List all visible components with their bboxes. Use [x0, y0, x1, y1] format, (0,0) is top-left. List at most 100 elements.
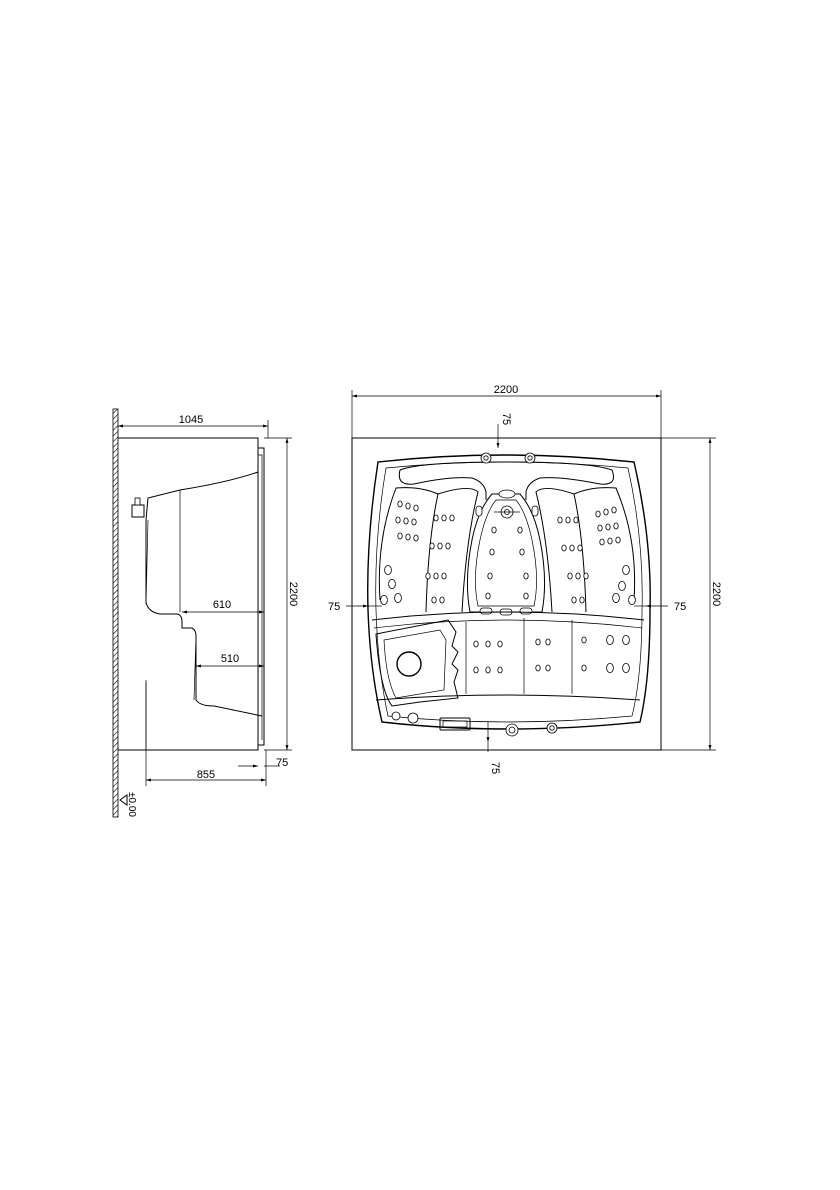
jet-dot [519, 548, 525, 556]
jet-dot [523, 592, 529, 600]
plan-view: 2200 2200 75 75 75 75 [328, 384, 722, 774]
level-label: ±0.00 [126, 792, 137, 817]
center-lounger-outline [466, 493, 546, 613]
jet-dot [581, 636, 587, 644]
jet-dot [579, 596, 585, 604]
dim-75-side: 75 [276, 757, 288, 769]
jet-dot [485, 640, 491, 648]
dim-2200-right: 2200 [710, 582, 722, 606]
dim-855: 855 [197, 769, 215, 781]
jet-dot [473, 666, 479, 674]
jet-dot [607, 537, 613, 545]
left-lounge-outline [375, 619, 459, 707]
jet-dot [618, 581, 626, 592]
dim-75-left: 75 [328, 601, 340, 613]
side-view: 1045 2200 610 510 855 75 ±0.00 [112, 408, 299, 818]
jet-dot [429, 542, 435, 550]
jet-dot [485, 666, 491, 674]
dim-2200-side: 2200 [287, 582, 299, 606]
jet-dot [545, 638, 551, 646]
jet-dot [545, 664, 551, 672]
right-seat-outline [573, 487, 636, 613]
jet-dot [622, 565, 630, 576]
jet-dot [567, 572, 573, 580]
jet-dot [445, 542, 451, 550]
jet-dot [439, 596, 445, 604]
jet-dot [615, 536, 621, 544]
headrest-icon [498, 489, 516, 499]
jet-dot [583, 572, 589, 580]
jet-dot [485, 592, 491, 600]
dim-75-right: 75 [674, 601, 686, 613]
dim-2200-top: 2200 [494, 384, 518, 396]
dim-610: 610 [213, 599, 231, 611]
jet-dot [622, 663, 630, 674]
jet-dot [497, 666, 503, 674]
wall-hatch [112, 408, 119, 818]
jet-dot [517, 526, 523, 534]
side-shell-outline [118, 437, 259, 751]
jet-dot [603, 508, 609, 516]
jet-dot [597, 524, 603, 532]
jet-dot [606, 663, 614, 674]
jet-dot [571, 596, 577, 604]
jet-dot [487, 572, 493, 580]
dim-75-bottom: 75 [489, 762, 501, 774]
jet-dot [523, 572, 529, 580]
left-seat-outline [378, 487, 439, 613]
jet-dot [535, 638, 541, 646]
jet-dot [611, 506, 617, 514]
jet-dot [573, 516, 579, 524]
side-tub-profile [145, 471, 263, 717]
jet-dot [413, 504, 419, 512]
jet-dot [489, 548, 495, 556]
jet-dot [581, 664, 587, 672]
dim-1045: 1045 [179, 414, 203, 426]
control-display-icon [439, 717, 471, 731]
dim-75-top: 75 [500, 413, 512, 425]
jet-dot [599, 538, 605, 546]
jet-dot [433, 572, 439, 580]
jet-dot [425, 572, 431, 580]
jet-dot [557, 516, 563, 524]
jet-dot [565, 516, 571, 524]
jet-dot [403, 517, 409, 525]
jet-dot [606, 635, 614, 646]
jet-dot [535, 664, 541, 672]
jet-dot [628, 595, 636, 606]
jet-dot [613, 522, 619, 530]
jet-dot [405, 533, 411, 541]
jet-dot [622, 635, 630, 646]
jet-dot [473, 640, 479, 648]
jet-dot [411, 518, 417, 526]
jet-dot [595, 510, 601, 518]
jet-dot [380, 595, 388, 606]
jet-dot [413, 534, 419, 542]
jet-dot [388, 579, 396, 590]
jet-dot [397, 500, 403, 508]
jet-dot [497, 640, 503, 648]
drain-icon [396, 651, 422, 677]
jet-dot [605, 523, 611, 531]
control-knob-icon [407, 712, 419, 724]
jet-dot [433, 514, 439, 522]
jet-dot [575, 572, 581, 580]
plan-outer-square [351, 437, 662, 751]
jet-dot [612, 593, 620, 604]
level-marker-icon [119, 794, 128, 806]
massage-jets [380, 500, 636, 674]
faucet-icon [131, 504, 145, 518]
rim-jet-icon [480, 452, 558, 737]
jet-dot [405, 502, 411, 510]
jet-dot [384, 565, 392, 576]
jet-dot [441, 514, 447, 522]
jet-dot [397, 532, 403, 540]
jet-dot [449, 514, 455, 522]
jet-dot [394, 593, 402, 604]
tub-rim-outline [367, 454, 651, 730]
jet-dot [441, 572, 447, 580]
jet-dot [561, 544, 567, 552]
jet-dot [577, 544, 583, 552]
